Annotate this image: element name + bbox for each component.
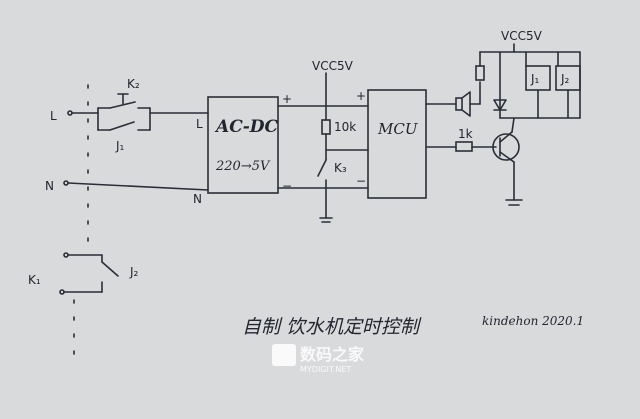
npn-transistor	[492, 133, 520, 161]
vcc-right-label: VCC5V	[501, 29, 543, 43]
label-10k: 10k	[334, 120, 356, 134]
acdc-in-N: N	[193, 192, 202, 206]
label-neutral-N: N	[45, 179, 54, 193]
acdc-out-plus: +	[282, 92, 292, 106]
label-relay-j1: J₁	[530, 72, 540, 86]
acdc-ratio: 220→5V	[215, 159, 271, 174]
transistor-driver	[425, 117, 523, 206]
resistor-10k	[321, 119, 331, 135]
watermark-name: 数码之家	[300, 345, 365, 364]
label-line-L: L	[50, 109, 57, 123]
mcu-module	[367, 89, 427, 199]
acdc-out-minus: −	[282, 179, 292, 193]
acdc-title: AC-DC	[214, 117, 279, 137]
acdc-in-L: L	[196, 117, 203, 131]
label-k3: K₃	[334, 161, 347, 175]
watermark: 数码之家 MYDIGIT.NET	[272, 344, 365, 374]
label-j2-contact: J₂	[129, 265, 139, 279]
label-k2: K₂	[127, 77, 140, 91]
acdc-module	[207, 96, 279, 194]
mains-N-wire	[63, 180, 209, 191]
label-relay-j2: J₂	[560, 72, 570, 86]
caption-author: kindehon 2020.1	[482, 314, 584, 328]
vcc-left-label: VCC5V	[312, 59, 354, 73]
watermark-logo-icon	[272, 344, 296, 366]
mcu-in-plus: +	[356, 89, 366, 103]
relay-coil-circuit	[475, 43, 581, 119]
caption-title: 自制 饮水机定时控制	[242, 316, 422, 338]
label-j1-contact: J₁	[115, 139, 125, 153]
mains-L-wire	[67, 93, 209, 131]
k1-j2-switches	[59, 252, 119, 295]
resistor-1k	[455, 141, 473, 152]
buzzer	[425, 81, 481, 117]
watermark-url: MYDIGIT.NET	[300, 365, 351, 374]
mcu-in-minus: −	[356, 174, 366, 188]
label-k1: K₁	[28, 273, 41, 287]
dc-bus	[277, 105, 369, 189]
label-1k: 1k	[458, 127, 473, 141]
mcu-label: MCU	[377, 120, 419, 138]
k3-input-circuit	[317, 72, 369, 223]
